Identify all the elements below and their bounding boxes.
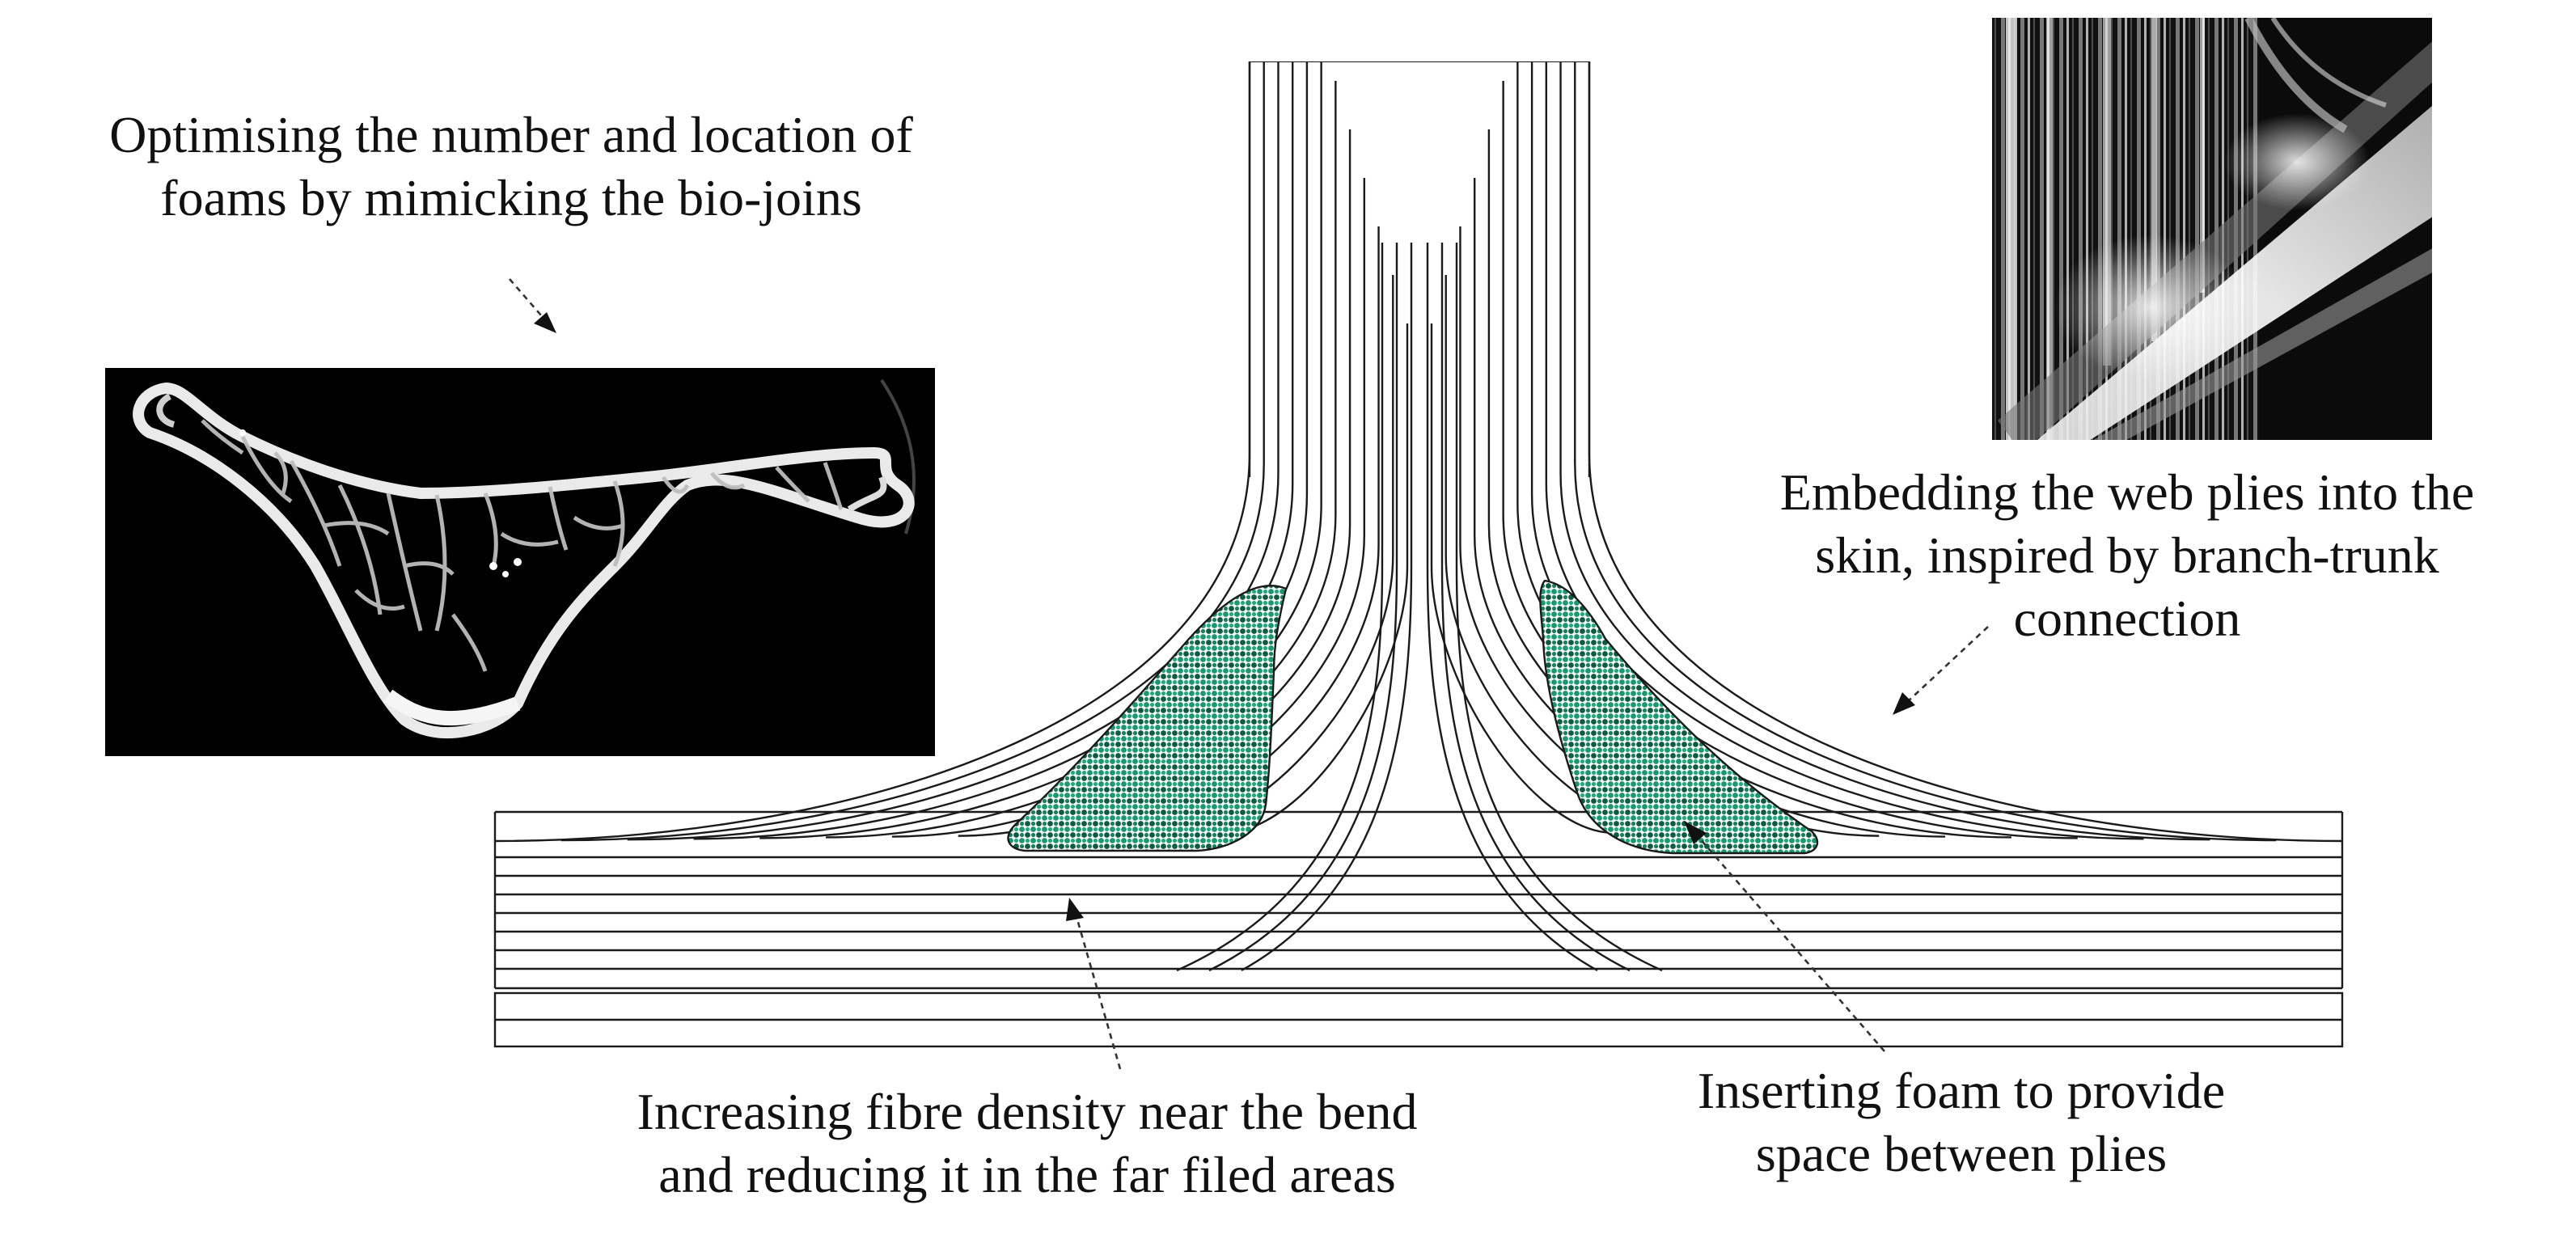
- foam-insert-left: [1007, 585, 1288, 852]
- web-ply-left: [1222, 323, 1409, 835]
- web-ply-centre-right: [1455, 243, 1663, 972]
- web-ply-centre-right: [1426, 243, 1598, 972]
- arrowhead-branch: [1893, 692, 1915, 715]
- caption-line: Increasing fibre density near the bend: [637, 1083, 1418, 1140]
- web-ply-right: [1430, 323, 1615, 835]
- caption-line: Inserting foam to provide: [1697, 1062, 2226, 1119]
- t-joint-plies: [493, 61, 2344, 1048]
- arrowhead-dense: [1066, 898, 1084, 921]
- web-ply-centre-right: [1440, 243, 1631, 972]
- web-ply-centre-left: [1208, 243, 1398, 972]
- caption-line: foams by mimicking the bio-joins: [160, 169, 862, 226]
- web-ply-centre-left: [1176, 243, 1384, 972]
- web-ply-right: [1574, 61, 2277, 842]
- caption-line: Embedding the web plies into the: [1779, 463, 2475, 521]
- branch-trunk-photo: [1992, 18, 2432, 440]
- caption-branch-trunk: Embedding the web plies into the skin, i…: [1678, 461, 2576, 650]
- caption-foam-insert: Inserting foam to provide space between …: [1597, 1059, 2325, 1186]
- arrow-to-bone: [509, 278, 548, 323]
- bone-micrograph: [105, 368, 935, 756]
- arrowhead-foam: [1684, 821, 1707, 844]
- caption-bio-joins: Optimising the number and location of fo…: [10, 104, 1013, 230]
- arrow-to-branch-joint: [1905, 626, 1989, 704]
- web-ply-right: [1588, 61, 2343, 843]
- web-ply-centre-left: [1241, 243, 1413, 972]
- web-ply-left: [494, 61, 1251, 843]
- web-ply-left: [560, 61, 1265, 842]
- web-ply-right: [1530, 61, 2078, 839]
- arrow-to-foam: [1698, 836, 1885, 1052]
- caption-line: and reducing it in the far filed areas: [658, 1146, 1396, 1203]
- caption-line: skin, inspired by branch-trunk: [1815, 526, 2439, 584]
- web-ply-right: [1545, 61, 2144, 840]
- caption-line: connection: [2013, 590, 2241, 647]
- caption-line: Optimising the number and location of: [109, 106, 913, 163]
- arrowhead-bone: [534, 312, 556, 333]
- caption-fibre-density: Increasing fibre density near the bend a…: [501, 1080, 1553, 1207]
- foam-insert-right: [1539, 579, 1819, 855]
- web-ply-left: [627, 61, 1280, 841]
- web-ply-right: [1559, 61, 2210, 841]
- caption-line: space between plies: [1755, 1125, 2168, 1182]
